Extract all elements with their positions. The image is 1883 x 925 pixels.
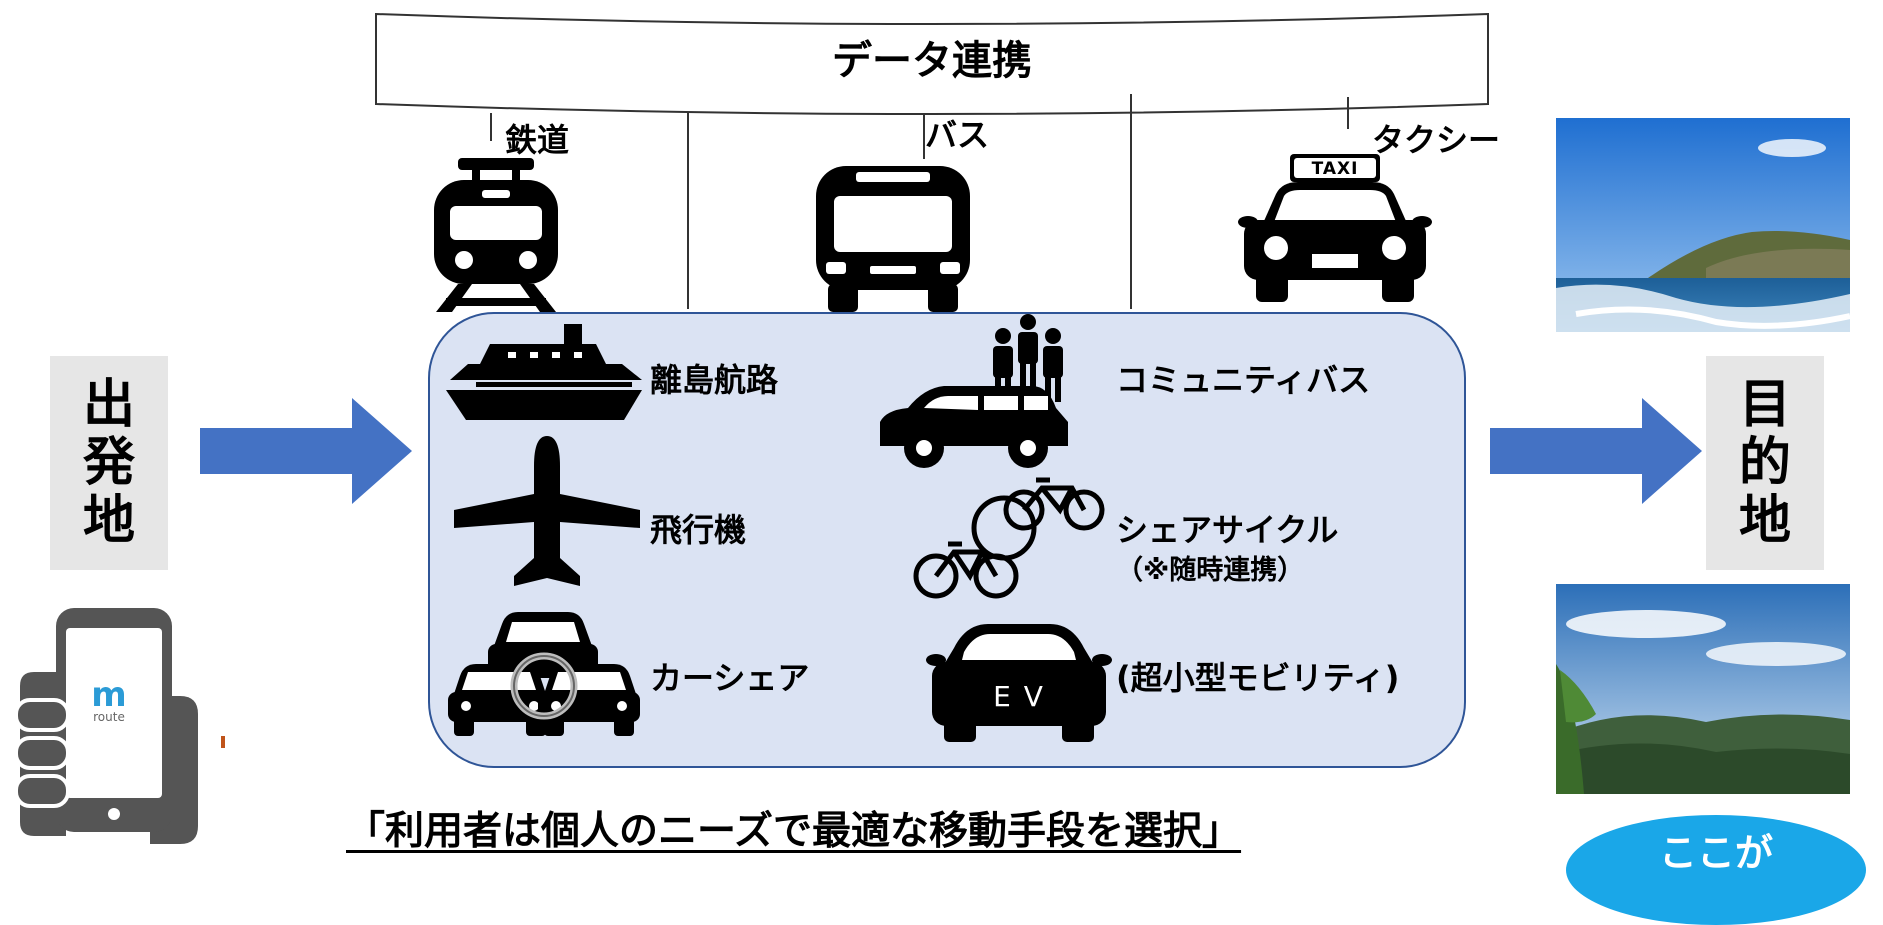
label-taxi: タクシー — [1372, 121, 1501, 159]
connector-rail-bus — [687, 113, 689, 309]
connector-bus — [923, 113, 925, 159]
ferry-icon — [446, 324, 642, 420]
taxi-sign-text: TAXI — [1311, 159, 1359, 179]
carshare-icon — [448, 612, 640, 736]
origin-box: 出 発 地 — [50, 356, 168, 570]
label-bus: バス — [925, 116, 990, 154]
origin-char-2: 発 — [82, 432, 135, 493]
label-ferry: 離島航路 — [650, 361, 779, 399]
tagline: 「利用者は個人のニーズで最適な移動手段を選択」 — [346, 809, 1242, 854]
ev-car-icon — [926, 624, 1112, 742]
origin-char-1: 出 — [82, 374, 135, 435]
connector-rail — [490, 113, 492, 141]
arrow-to-panel — [200, 398, 412, 504]
app-logo-mark: m — [91, 675, 127, 715]
destination-box: 目 的 地 — [1706, 356, 1824, 570]
smartphone-app-icon — [14, 608, 225, 844]
connector-bus-taxi — [1130, 94, 1132, 309]
app-logo-text: route — [93, 710, 125, 724]
mountain-photo — [1556, 584, 1850, 794]
label-community-bus: コミュニティバス — [1116, 361, 1371, 399]
destination-char-2: 的 — [1738, 432, 1791, 493]
origin-char-3: 地 — [82, 491, 135, 552]
app-logo: m route — [76, 675, 142, 724]
label-carshare: カーシェア — [650, 659, 810, 697]
badge-text: ここが — [1658, 831, 1773, 875]
train-icon — [434, 158, 558, 312]
community-bus-icon — [880, 314, 1068, 468]
taxi-icon — [1238, 154, 1432, 302]
plane-icon — [454, 436, 640, 586]
destination-char-3: 地 — [1738, 491, 1791, 552]
ev-text: E V — [993, 680, 1045, 713]
arrow-to-destination — [1490, 398, 1702, 504]
label-plane: 飛行機 — [650, 511, 747, 549]
bicycle-icon — [913, 477, 1105, 599]
label-cycle-note: （※随時連携） — [1116, 555, 1305, 586]
label-cycle: シェアサイクル — [1116, 511, 1339, 549]
data-link-banner — [375, 12, 1489, 115]
sea-coast-photo — [1556, 118, 1850, 332]
label-rail: 鉄道 — [505, 121, 570, 159]
destination-char-1: 目 — [1738, 374, 1791, 435]
bus-icon — [816, 166, 970, 312]
data-link-title: データ連携 — [832, 38, 1032, 84]
label-micro-mobility: (超小型モビリティ) — [1116, 659, 1400, 697]
connector-taxi — [1347, 97, 1349, 129]
